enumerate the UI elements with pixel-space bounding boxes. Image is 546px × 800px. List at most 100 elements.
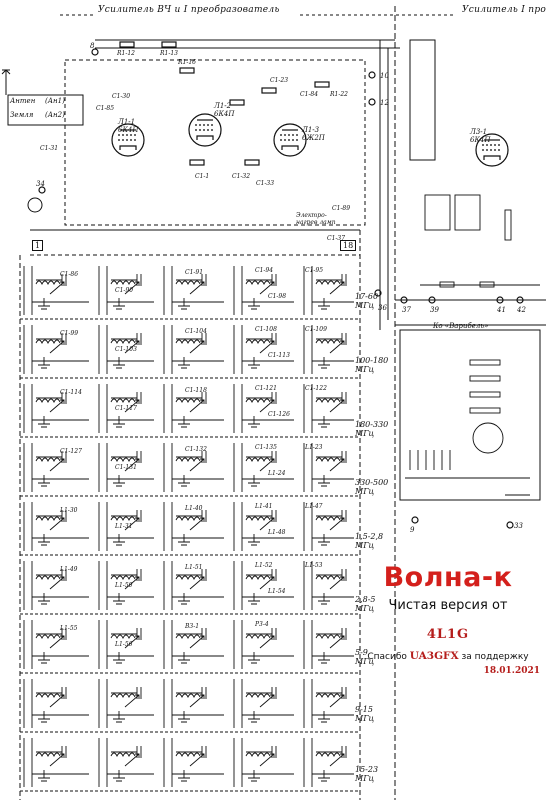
terminal-icon [368, 71, 376, 79]
component-ref: C1-118 [185, 387, 207, 394]
component-ref: C1-127 [60, 448, 82, 455]
tube-type-3: 6Ж2П [302, 134, 325, 142]
component-ref: R1-22 [329, 91, 348, 98]
terminal-number: 33 [514, 522, 523, 530]
terminal-number: 37 [402, 306, 411, 314]
band-switch-row [20, 561, 360, 615]
credit-author: 4L1G [426, 627, 470, 642]
component-ref: C1-109 [305, 326, 327, 333]
vacuum-tube-icon [111, 123, 145, 157]
connector-block-left: 1 [32, 240, 44, 251]
component-ref: C1-1 [195, 173, 209, 180]
terminal-number: 9 [410, 526, 415, 534]
resistor-symbol [244, 159, 260, 166]
component-ref: C1-90 [115, 287, 133, 294]
component-ref: В3-1 [184, 623, 199, 630]
component-ref: C1-117 [115, 405, 137, 412]
component-ref: C1-104 [185, 328, 207, 335]
terminal-number: 10 [380, 72, 389, 80]
antenna-range: (Ан1) [45, 97, 65, 105]
component-ref: L1-24 [267, 470, 286, 477]
resistor-symbol [314, 81, 330, 88]
component-ref: R1-12 [116, 50, 135, 57]
component-ref: Р3-4 [254, 621, 269, 628]
terminal-icon [368, 98, 376, 106]
component-ref: R1-16 [177, 59, 196, 66]
credit-date: 18.01.2021 [483, 666, 540, 676]
credit-thanks: Спасибо UA3GFX за поддержку [367, 650, 529, 662]
component-ref: C1-131 [115, 464, 137, 471]
component-ref: C1-89 [332, 205, 350, 212]
component-ref: C1-103 [115, 346, 137, 353]
terminal-number: 34 [36, 180, 45, 188]
resistor-symbol [161, 41, 177, 48]
component-ref: L1-55 [59, 625, 78, 632]
credit-subtitle: Чистая версия от [388, 598, 508, 613]
component-ref: C1-32 [232, 173, 250, 180]
component-ref: C1-108 [255, 326, 277, 333]
tube-ref-2: Л1-2 [214, 102, 232, 110]
component-ref: C1-98 [268, 293, 286, 300]
if-switch-frame [409, 39, 436, 161]
component-ref: L1-56 [114, 641, 133, 648]
component-ref: R1-13 [159, 50, 178, 57]
terminal-icon [496, 296, 504, 304]
vacuum-tube-icon [273, 123, 307, 157]
band-switch-row [20, 266, 360, 320]
terminal-number: 39 [430, 306, 439, 314]
tube-ref-3: Л1-3 [302, 126, 320, 134]
tube-ref-1: Л1-1 [118, 118, 136, 126]
header-title-if: Усилитель I пром [462, 5, 546, 15]
terminal-icon [506, 521, 514, 529]
resistor-symbol [229, 99, 245, 106]
oscillator-label: Ко «Варибель» [433, 322, 489, 330]
terminal-number: 8 [90, 42, 95, 50]
component-ref: L1-49 [59, 566, 78, 573]
resistor-symbol [179, 67, 195, 74]
terminal-icon [428, 296, 436, 304]
meter-icon [27, 197, 43, 213]
resistor-symbol [261, 87, 277, 94]
component-ref: L1-53 [304, 562, 323, 569]
terminal-icon [400, 296, 408, 304]
component-ref: C1-91 [185, 269, 203, 276]
terminal-number: 41 [496, 306, 506, 314]
component-ref: L1-50 [114, 582, 133, 589]
terminal-icon [38, 186, 46, 194]
component-ref: C1-132 [185, 446, 207, 453]
component-ref: L1-41 [254, 503, 272, 510]
terminal-icon [411, 516, 419, 524]
component-ref: C1-84 [300, 91, 318, 98]
component-ref: C1-37 [327, 235, 345, 242]
connector-block-right: 18 [340, 240, 357, 251]
component-ref: L1-30 [59, 507, 78, 514]
tube-type-1: 6К4П [118, 126, 139, 134]
oscillator-frame [399, 329, 541, 501]
component-ref: C1-23 [270, 77, 288, 84]
header-title-rf: Усилитель ВЧ и I преобразователь [98, 5, 280, 15]
vacuum-tube-icon [475, 133, 509, 167]
band-switch-row [20, 325, 360, 379]
antenna-icon [1, 69, 11, 95]
component-ref: C1-122 [305, 385, 327, 392]
credit-title: Волна-к [383, 562, 513, 593]
tube-type-2: 6К4П [214, 110, 235, 118]
component-ref: L1-48 [267, 529, 286, 536]
component-ref: C1-95 [305, 267, 323, 274]
terminal-icon [374, 289, 382, 297]
antenna-panel-frame [7, 94, 84, 126]
component-ref: C1-85 [96, 105, 114, 112]
oscillator-circuit [405, 359, 530, 496]
component-ref: C1-94 [255, 267, 273, 274]
component-ref: L1-54 [267, 588, 286, 595]
